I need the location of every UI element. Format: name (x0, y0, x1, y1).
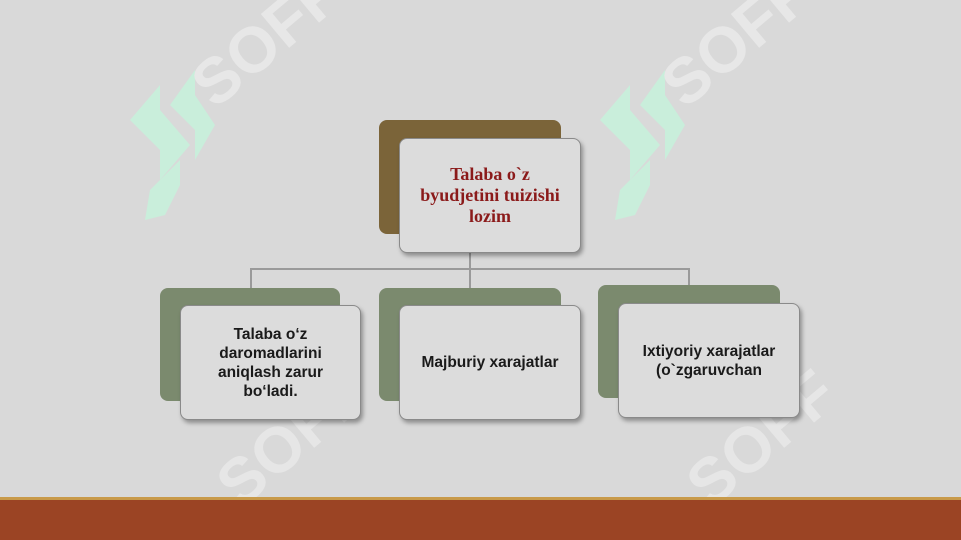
footer-bar (0, 500, 961, 540)
child-node-3-label: Ixtiyoriy xarajatlar (o`zgaruvchan (642, 342, 776, 379)
connector-middle (469, 268, 471, 288)
connector-right (688, 268, 690, 286)
footer-accent-line (0, 497, 961, 500)
logo-icon (130, 70, 215, 220)
logo-icon (600, 70, 685, 220)
connector-left (250, 268, 252, 288)
root-node-label: Talaba o`z byudjetini tuizishi lozim (420, 164, 560, 226)
child-node-3: Ixtiyoriy xarajatlar (o`zgaruvchan (618, 303, 800, 418)
child-node-2-label: Majburiy xarajatlar (421, 354, 559, 371)
watermark-top-left: SOFF (130, 0, 355, 220)
root-node: Talaba o`z byudjetini tuizishi lozim (399, 138, 581, 253)
connector-root-stem (469, 252, 471, 268)
child-node-1-label: Talaba o‘z daromadlarini aniqlash zarur … (217, 325, 324, 400)
child-node-1: Talaba o‘z daromadlarini aniqlash zarur … (180, 305, 361, 420)
child-node-2: Majburiy xarajatlar (399, 305, 581, 420)
watermark-top-right: SOFF (600, 0, 825, 220)
watermark-text: SOFF (648, 0, 825, 121)
watermark-text: SOFF (178, 0, 355, 121)
